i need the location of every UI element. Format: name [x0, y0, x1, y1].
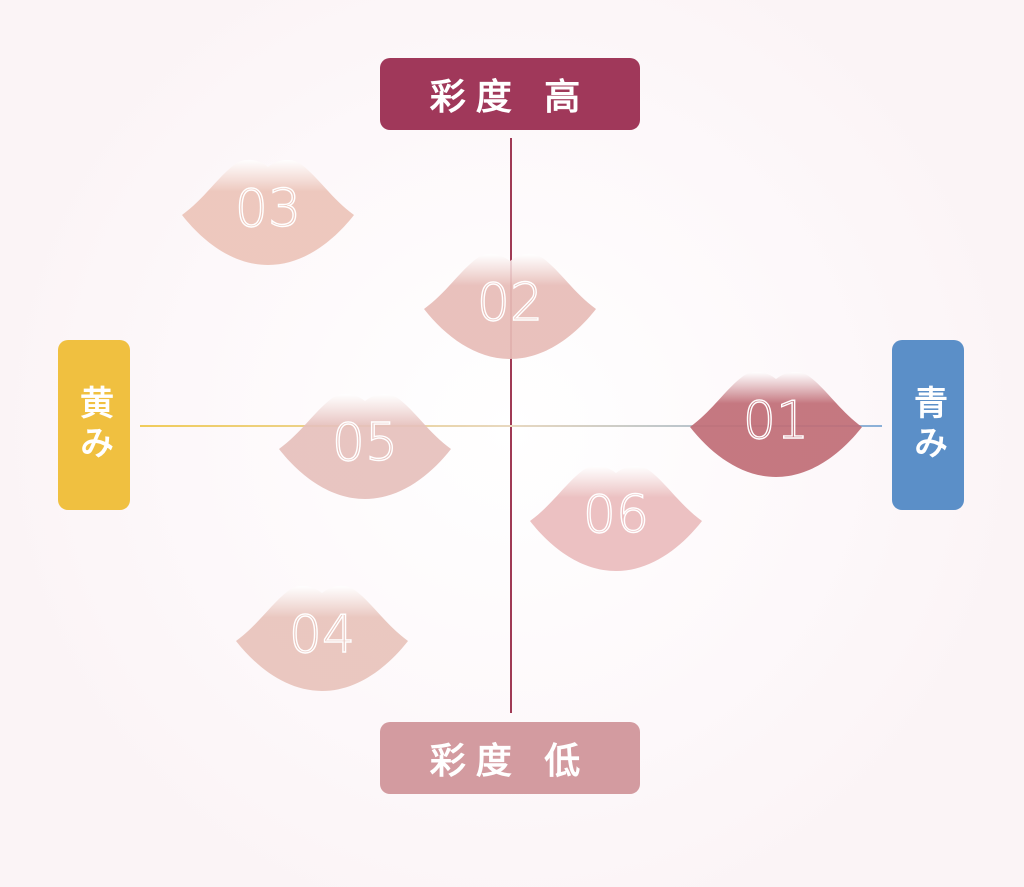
lip-number: 02 [476, 272, 544, 333]
lip-shape-icon [182, 159, 354, 265]
lip-item-02: 02 [424, 251, 596, 361]
lip-item-05: 05 [279, 391, 451, 501]
lip-shape-icon [279, 393, 451, 499]
lip-number: 05 [331, 412, 399, 473]
lip-shape-icon [530, 465, 702, 571]
lip-item-06: 06 [530, 463, 702, 573]
label-bluish: 青み [892, 340, 964, 510]
label-saturation-high: 彩度 高 [380, 58, 640, 130]
lip-number: 03 [234, 178, 302, 239]
lip-item-03: 03 [182, 157, 354, 267]
lip-number: 01 [742, 390, 810, 451]
lip-shape-icon [236, 585, 408, 691]
label-saturation-low: 彩度 低 [380, 722, 640, 794]
lip-shape-icon [424, 253, 596, 359]
lip-shape-icon [690, 371, 862, 477]
lip-number: 04 [288, 604, 356, 665]
lip-item-01: 01 [690, 369, 862, 479]
hue-axis-line [140, 425, 882, 427]
lip-item-04: 04 [236, 583, 408, 693]
label-yellowish: 黄み [58, 340, 130, 510]
lip-number: 06 [582, 484, 650, 545]
